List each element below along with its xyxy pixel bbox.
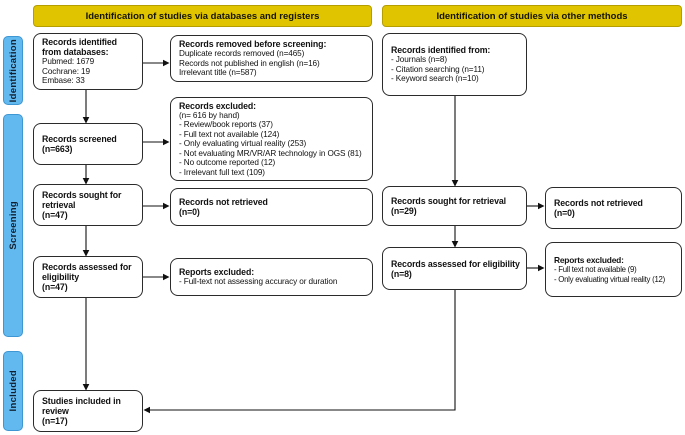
box-records-removed: Records removed before screening: Duplic… (170, 35, 373, 82)
box-records-assessed-right: Records assessed for eligibility (n=8) (382, 247, 527, 290)
box-records-not-retrieved-right: Records not retrieved (n=0) (545, 187, 682, 229)
box-records-identified-databases-title: Records identified from databases: (42, 37, 117, 58)
box-records-identified-databases-detail: Pubmed: 1679 Cochrane: 19 Embase: 33 (42, 57, 95, 86)
stage-screening: Screening (3, 114, 23, 337)
box-records-identified-databases: Records identified from databases: Pubme… (33, 33, 143, 90)
box-records-removed-title: Records removed before screening: (179, 39, 327, 50)
box-records-assessed-left: Records assessed for eligibility (n=47) (33, 256, 143, 298)
stage-included-label: Included (7, 370, 19, 412)
box-records-identified-other: Records identified from: - Journals (n=8… (382, 33, 527, 96)
box-records-assessed-left-title: Records assessed for eligibility (n=47) (42, 262, 132, 292)
box-records-assessed-right-title: Records assessed for eligibility (n=8) (391, 258, 520, 279)
arrow-assessed-right-to-included (143, 290, 456, 414)
box-reports-excluded-right-title: Reports excluded: (554, 255, 624, 265)
box-studies-included-title: Studies included in review (n=17) (42, 396, 121, 426)
box-records-sought-right-title: Records sought for retrieval (n=29) (391, 196, 507, 216)
box-records-not-retrieved-left: Records not retrieved (n=0) (170, 188, 373, 226)
box-reports-excluded-left: Reports excluded: - Full-text not assess… (170, 258, 373, 296)
stage-included: Included (3, 351, 23, 431)
stage-identification: Identification (3, 36, 23, 105)
box-records-sought-left-title: Records sought for retrieval (n=47) (42, 190, 122, 220)
box-records-excluded-detail: (n= 616 by hand) - Review/book reports (… (179, 110, 362, 177)
stage-identification-label: Identification (7, 38, 19, 103)
box-records-sought-left: Records sought for retrieval (n=47) (33, 184, 143, 226)
box-records-identified-other-detail: - Journals (n=8) - Citation searching (n… (391, 55, 485, 84)
box-records-sought-right: Records sought for retrieval (n=29) (382, 186, 527, 226)
header-databases-registers: Identification of studies via databases … (33, 5, 372, 27)
box-reports-excluded-left-title: Reports excluded: (179, 267, 255, 278)
stage-screening-label: Screening (7, 201, 19, 250)
box-records-excluded-title: Records excluded: (179, 100, 257, 111)
box-records-not-retrieved-right-title: Records not retrieved (n=0) (554, 198, 643, 218)
header-other-methods: Identification of studies via other meth… (382, 5, 682, 27)
box-records-screened-title: Records screened (n=663) (42, 134, 117, 154)
box-records-removed-detail: Duplicate records removed (n=465) Record… (179, 49, 320, 78)
box-records-screened: Records screened (n=663) (33, 123, 143, 165)
box-records-excluded: Records excluded: (n= 616 by hand) - Rev… (170, 97, 373, 181)
box-reports-excluded-right: Reports excluded: - Full text not availa… (545, 242, 682, 297)
box-reports-excluded-right-detail: - Full text not available (9) - Only eva… (554, 265, 665, 284)
box-reports-excluded-left-detail: - Full-text not assessing accuracy or du… (179, 277, 338, 287)
box-studies-included: Studies included in review (n=17) (33, 390, 143, 432)
box-records-not-retrieved-left-title: Records not retrieved (n=0) (179, 197, 268, 217)
box-records-identified-other-title: Records identified from: (391, 45, 491, 56)
